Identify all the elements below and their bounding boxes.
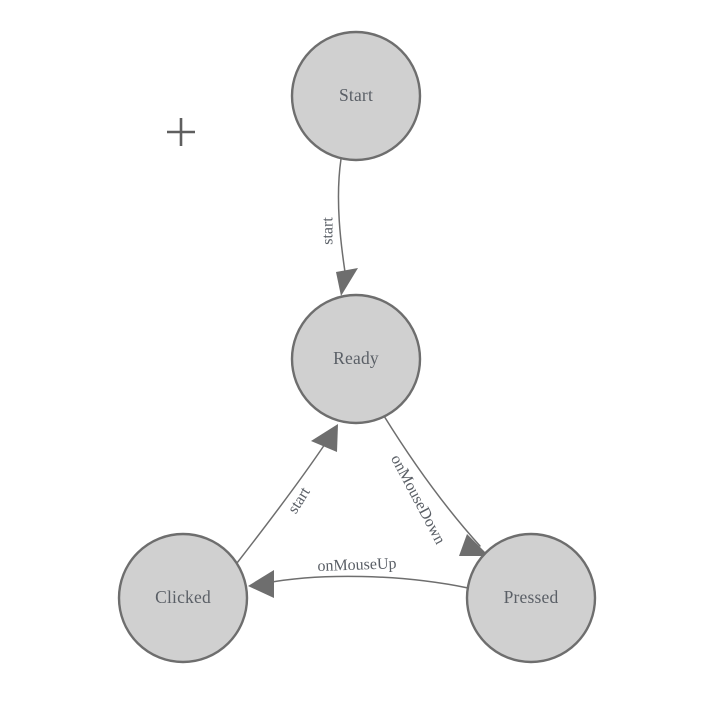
node-start[interactable]: Start	[290, 30, 422, 162]
edge-clicked-to-ready-arrowhead	[311, 424, 338, 452]
edge-start-to-ready-arrowhead	[336, 268, 358, 296]
node-start-circle[interactable]	[290, 30, 422, 162]
node-pressed-circle[interactable]	[465, 532, 597, 664]
node-ready[interactable]: Ready	[290, 293, 422, 425]
edge-clicked-to-ready[interactable]: start	[236, 424, 338, 564]
edge-start-to-ready[interactable]: start	[320, 158, 358, 296]
node-clicked-label: Clicked	[155, 587, 211, 607]
edge-start-to-ready-path	[337, 158, 346, 273]
edge-label-pressed-to-clicked: onMouseUp	[317, 555, 397, 575]
node-clicked[interactable]: Clicked	[117, 532, 249, 664]
node-pressed[interactable]: Pressed	[465, 532, 597, 664]
node-start-label: Start	[339, 85, 373, 105]
node-pressed-label: Pressed	[504, 587, 559, 607]
edge-ready-to-pressed[interactable]: onMouseDown	[383, 415, 489, 556]
edge-pressed-to-clicked[interactable]: onMouseUp	[248, 555, 469, 598]
node-ready-label: Ready	[333, 348, 379, 368]
edge-label-start-to-ready: start	[320, 217, 337, 245]
edge-pressed-to-clicked-path	[265, 575, 469, 589]
crosshair-icon	[167, 118, 195, 146]
edge-label-clicked-to-ready: start	[285, 484, 314, 517]
node-ready-circle[interactable]	[290, 293, 422, 425]
edge-clicked-to-ready-path	[236, 443, 326, 564]
edge-pressed-to-clicked-arrowhead	[248, 570, 274, 598]
node-clicked-circle[interactable]	[117, 532, 249, 664]
edge-ready-to-pressed-arrowhead	[459, 534, 489, 556]
edge-ready-to-pressed-path	[383, 415, 481, 547]
